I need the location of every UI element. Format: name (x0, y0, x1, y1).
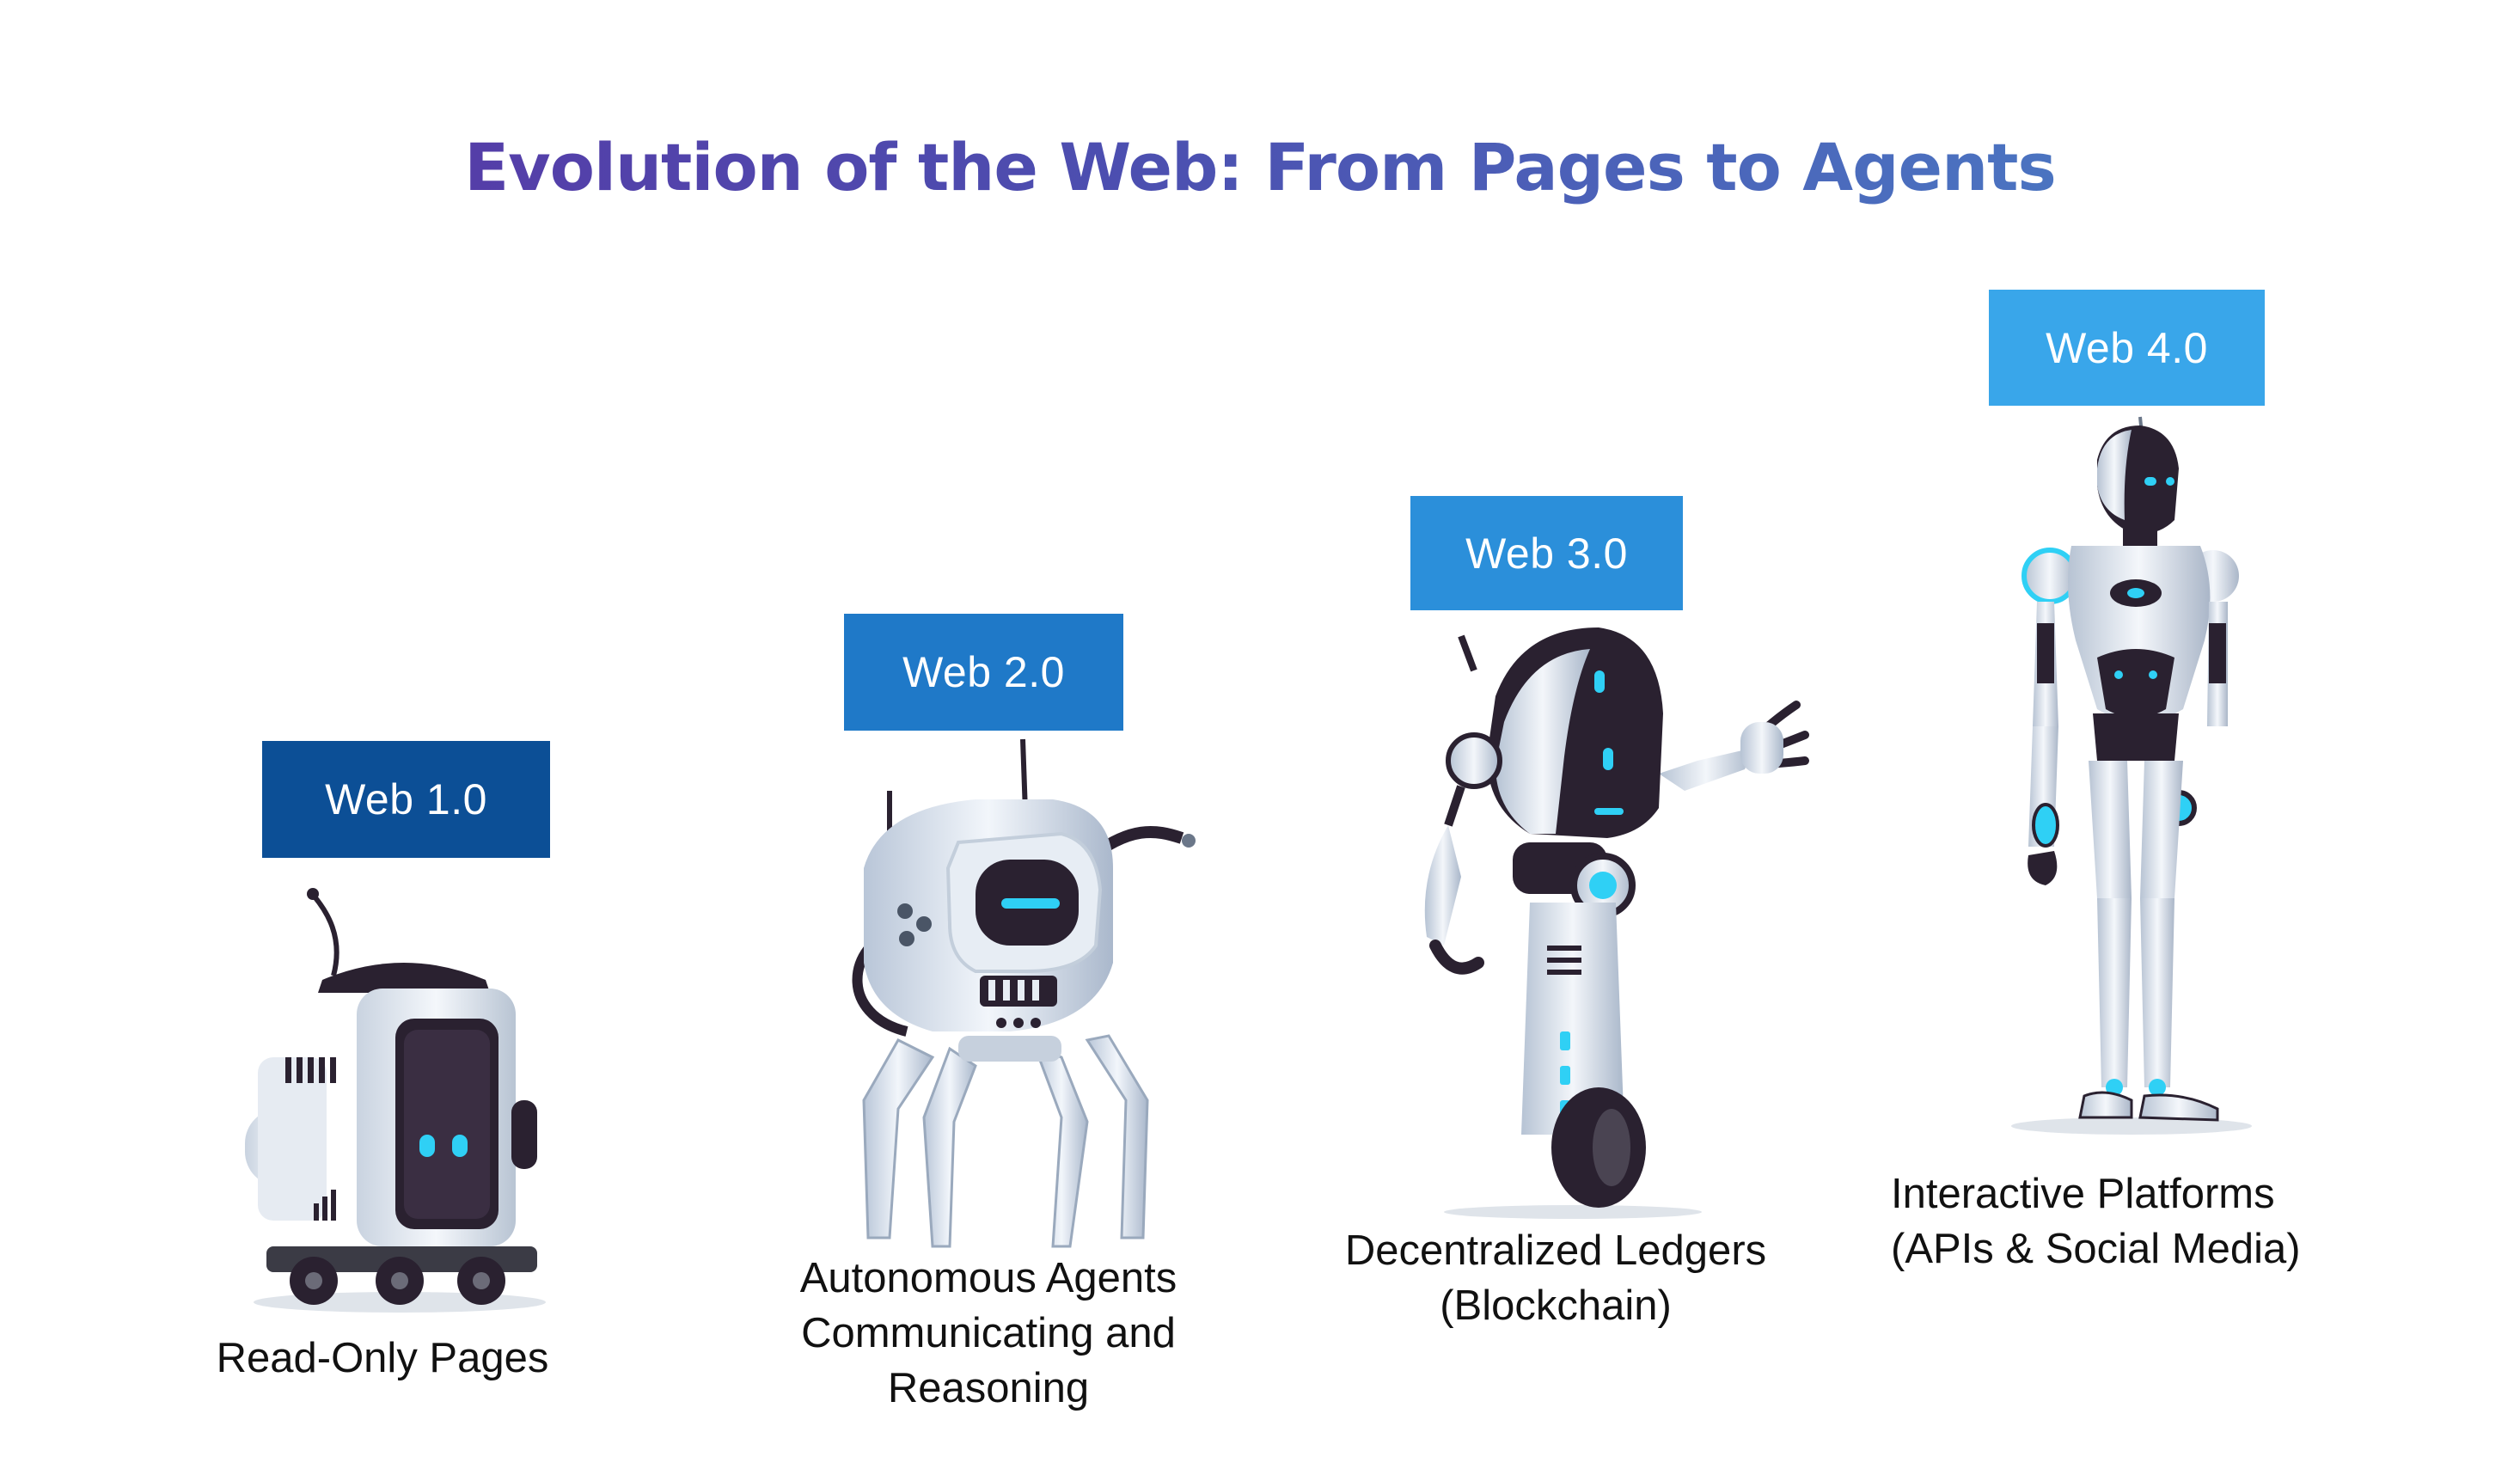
caption-line: Decentralized Ledgers (1344, 1227, 1767, 1274)
humanoid-robot-icon (2003, 416, 2252, 1139)
caption-line: Communicating and (801, 1310, 1176, 1356)
caption-line: Read-Only Pages (216, 1335, 549, 1381)
web-1-badge-label: Web 1.0 (325, 775, 487, 823)
caption-line: Reasoning (887, 1365, 1090, 1411)
caption-line: (Blockchain) (1440, 1282, 1672, 1329)
web-4-badge: Web 4.0 (1989, 290, 2265, 406)
web-2-badge: Web 2.0 (844, 614, 1123, 731)
web-3-caption: Decentralized Ledgers (Blockchain) (1315, 1223, 1796, 1333)
web-1-badge: Web 1.0 (262, 741, 550, 858)
boxy-robot-icon (232, 877, 559, 1324)
web-3-badge: Web 3.0 (1410, 496, 1683, 610)
web-3-badge-label: Web 3.0 (1465, 529, 1628, 578)
caption-line: Interactive Platforms (1891, 1171, 2275, 1217)
web-4-caption: Interactive Platforms (APIs & Social Med… (1891, 1166, 2407, 1276)
web-2-badge-label: Web 2.0 (902, 648, 1065, 696)
web-4-badge-label: Web 4.0 (2046, 323, 2208, 372)
diagram-title: Evolution of the Web: From Pages to Agen… (0, 129, 2520, 205)
spider-robot-icon (804, 738, 1208, 1248)
web-1-caption: Read-Only Pages (168, 1331, 597, 1386)
wheel-robot-icon (1401, 619, 1814, 1221)
title-area: Evolution of the Web: From Pages to Agen… (0, 0, 2520, 223)
caption-line: Autonomous Agents (799, 1255, 1177, 1301)
caption-line: (APIs & Social Media) (1891, 1226, 2301, 1272)
web-2-caption: Autonomous Agents Communicating and Reas… (756, 1251, 1220, 1416)
